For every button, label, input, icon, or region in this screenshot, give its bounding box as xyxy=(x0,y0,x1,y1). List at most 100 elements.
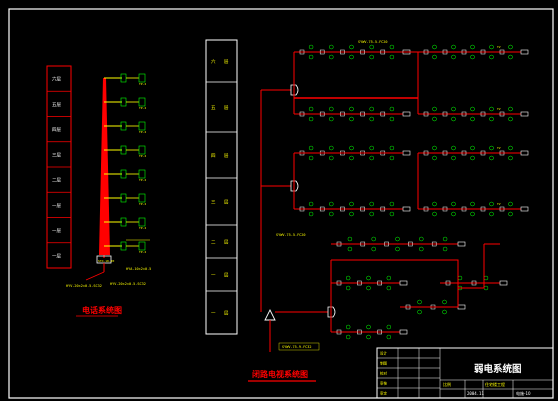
tv-outlet xyxy=(389,145,395,151)
phone-system-title: 电话系统图 xyxy=(82,305,122,315)
tv-outlet xyxy=(508,54,513,60)
tv-terminator xyxy=(399,329,408,335)
tv-outlet xyxy=(345,334,351,340)
tv-outlet xyxy=(369,145,374,151)
tv-tap-box xyxy=(461,150,467,156)
tv-outlet xyxy=(389,155,395,161)
tv-tap-box xyxy=(377,280,382,286)
phone-floor-label: 一层 xyxy=(52,253,61,259)
tv-outlet xyxy=(386,324,392,330)
tv-outlet xyxy=(389,201,395,207)
phone-outlet xyxy=(138,121,146,131)
tv-tap-box xyxy=(408,241,413,247)
tv-splitter-top xyxy=(290,84,299,96)
tv-outlet xyxy=(442,236,448,242)
tv-tap-box xyxy=(340,49,345,55)
tv-tap-box xyxy=(423,111,429,117)
tv-outlet xyxy=(419,246,424,252)
tv-tap-box xyxy=(336,329,342,335)
tv-outlet xyxy=(419,236,424,242)
tv-tap-box xyxy=(471,280,477,286)
tv-outlet xyxy=(489,201,494,207)
tv-outlet xyxy=(470,106,475,112)
tv-outlet xyxy=(432,155,437,161)
title-block-project: 住宅楼工程 xyxy=(485,381,505,387)
tv-tap-label: TV xyxy=(497,107,501,111)
tv-floor-label: 层 xyxy=(224,153,229,159)
phone-entry-diag xyxy=(85,271,105,281)
tv-tap-label: TV xyxy=(497,45,501,49)
tv-outlet xyxy=(329,44,334,50)
tv-tap-box xyxy=(336,280,342,286)
tv-outlet xyxy=(470,116,475,122)
tv-tap-box xyxy=(340,206,345,212)
tv-outlet xyxy=(483,275,489,281)
tv-tap-box xyxy=(442,49,448,55)
tv-tap-box xyxy=(423,49,429,55)
tv-terminator xyxy=(520,111,529,117)
tv-tap-box xyxy=(461,206,467,212)
tv-outlet xyxy=(417,299,422,305)
tv-outlet xyxy=(329,116,334,122)
tv-outlet xyxy=(470,201,475,207)
phone-outlet-label: TP-2 xyxy=(139,130,146,134)
drawing-frame xyxy=(8,8,554,399)
tv-outlet xyxy=(451,145,456,151)
tv-outlet xyxy=(308,145,314,151)
tv-outlet xyxy=(395,246,400,252)
tv-floor-label: 层 xyxy=(224,200,229,206)
tv-splitter-mid xyxy=(290,180,299,192)
tv-terminator xyxy=(520,49,529,55)
phone-outlet xyxy=(138,169,146,179)
tb-row-label: 制图 xyxy=(380,361,388,366)
tv-outlet xyxy=(366,285,371,291)
tv-riser-right xyxy=(331,259,459,283)
tv-tap-box xyxy=(319,111,325,117)
tv-tap-box xyxy=(499,150,505,156)
tv-tap-box xyxy=(360,111,365,117)
tv-floor-label: 层 xyxy=(224,105,229,111)
phone-floor-label: 六层 xyxy=(52,76,61,83)
tv-floor-label: 层 xyxy=(224,311,229,317)
tv-outlet xyxy=(432,145,437,151)
tv-outlet xyxy=(508,44,513,50)
tv-outlet xyxy=(345,275,351,281)
tv-tap-box xyxy=(380,111,386,117)
tv-outlet xyxy=(347,246,353,252)
tv-outlet xyxy=(432,106,437,112)
tv-outlet xyxy=(329,211,334,217)
tv-terminator xyxy=(402,206,411,212)
tv-outlet xyxy=(366,334,371,340)
tv-outlet xyxy=(508,211,513,217)
tv-tap-box xyxy=(319,206,325,212)
tv-riser-right-3 xyxy=(458,244,485,289)
phone-outlet-label: TP-2 xyxy=(139,178,146,182)
tv-tap-box xyxy=(377,329,382,335)
phone-outlet-label: TP-2 xyxy=(139,226,146,230)
title-block-scale: 比例 xyxy=(443,381,451,387)
tv-outlet xyxy=(432,54,437,60)
tv-outlet xyxy=(432,201,437,207)
tv-floor-label: 层 xyxy=(224,240,229,246)
tv-outlet xyxy=(349,54,354,60)
tv-tap-box xyxy=(480,49,486,55)
tv-riser-right-2 xyxy=(426,283,459,308)
tv-floor-column xyxy=(205,39,238,335)
tv-outlet xyxy=(308,211,314,217)
tv-outlet xyxy=(389,211,395,217)
tv-outlet xyxy=(308,116,314,122)
tv-tap-box xyxy=(340,111,345,117)
phone-outlet-label: TP-2 xyxy=(139,202,146,206)
tv-tap-box xyxy=(380,49,386,55)
tv-outlet xyxy=(451,44,456,50)
tv-outlet xyxy=(308,201,314,207)
tv-terminator xyxy=(402,111,411,117)
tv-entry-label: SYWV-75-9-FC32 xyxy=(282,345,312,349)
tv-outlet xyxy=(508,145,513,151)
tv-floor-num: 五 xyxy=(211,105,216,111)
tv-branch-label-low: SYWV-75-5-FC20 xyxy=(276,233,306,237)
tv-outlet xyxy=(489,54,494,60)
tv-outlet xyxy=(457,275,463,281)
tv-outlet xyxy=(308,106,314,112)
